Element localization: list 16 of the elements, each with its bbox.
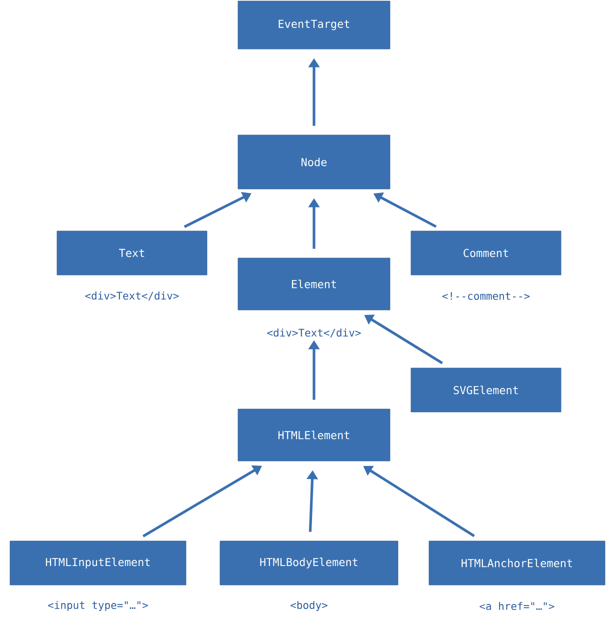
- caption-text: <a href="…">: [480, 602, 554, 610]
- caption-text: <div>Text</div>: [267, 328, 361, 338]
- class-box: Comment: [410, 230, 562, 276]
- caption-text: <!--comment-->: [442, 292, 530, 300]
- caption-text: <div>Text</div>: [85, 292, 179, 300]
- class-box: EventTarget: [238, 0, 390, 50]
- caption-text: <input type="…">: [48, 600, 148, 612]
- class-box: SVGElement: [410, 368, 562, 412]
- class-box: HTMLElement: [238, 408, 390, 462]
- class-box: HTMLBodyElement: [220, 540, 398, 586]
- class-box: Element: [238, 258, 390, 310]
- class-box: HTMLInputElement: [10, 540, 186, 586]
- caption-text: <body>: [290, 600, 328, 612]
- class-box: HTMLAnchorElement: [428, 540, 606, 586]
- class-box: Text: [56, 230, 208, 276]
- class-box: Node: [238, 134, 390, 190]
